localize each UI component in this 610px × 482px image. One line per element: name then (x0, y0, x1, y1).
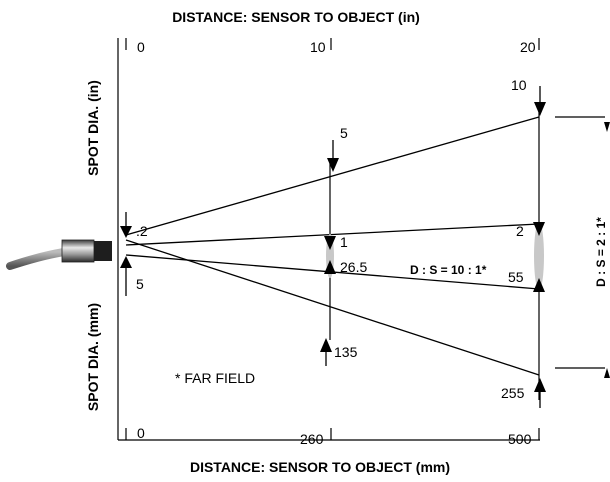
sensor-lens-icon (94, 241, 112, 261)
arrow-sensor-mm-head (120, 256, 132, 268)
arrow-wide-end-mm-head (534, 378, 546, 392)
sensor-body-icon (61, 239, 95, 263)
spot-label-mm-narrow-mid: 26.5 (340, 259, 367, 275)
top-tick-label-0: 0 (137, 39, 145, 55)
spot-label-in-narrow-mid: 1 (340, 234, 348, 250)
wide-beam-lower (125, 239, 540, 376)
far-field-footnote: * FAR FIELD (175, 370, 255, 386)
ratio-10-1-label: D : S = 10 : 1* (410, 263, 487, 277)
arrow-right-top-head (604, 122, 610, 132)
sensor-icon (6, 239, 112, 270)
arrow-wide-end-in-head (534, 102, 546, 116)
spot-label-in-narrow-end: 2 (516, 223, 524, 239)
wide-beam-upper (125, 116, 540, 236)
top-tick-label-20: 20 (520, 39, 536, 55)
bottom-axis-title: DISTANCE: SENSOR TO OBJECT (mm) (190, 459, 450, 475)
arrow-wide-mid-in-head (327, 158, 339, 172)
arrow-narrow-end-mm-head (533, 278, 545, 292)
narrow-beam-upper (125, 223, 540, 246)
spot-label-in-wide-mid: 5 (340, 125, 348, 141)
arrow-narrow-end-in-head (533, 222, 545, 236)
arrow-sensor-in-head (120, 226, 132, 238)
bottom-tick-label-500: 500 (508, 431, 532, 447)
arrow-narrow-mid-in-head (324, 236, 336, 250)
spot-label-mm-wide-mid: 135 (334, 344, 358, 360)
top-axis-title: DISTANCE: SENSOR TO OBJECT (in) (172, 9, 420, 25)
arrow-right-bottom-head (604, 368, 610, 378)
spot-label-in-sensor: .2 (136, 223, 148, 239)
ratio-2-1-label: D : S = 2 : 1* (594, 217, 608, 287)
spot-dia-in-title: SPOT DIA. (in) (85, 80, 101, 176)
bottom-tick-label-0: 0 (137, 425, 145, 441)
spot-label-in-wide-end: 10 (511, 77, 527, 93)
bottom-tick-label-260: 260 (300, 431, 324, 447)
arrow-wide-mid-mm-head (320, 338, 332, 352)
spot-label-mm-wide-end: 255 (501, 385, 525, 401)
spot-ellipse-end (534, 222, 544, 290)
arrows-in (120, 86, 546, 250)
arrow-narrow-mid-mm-head (324, 260, 336, 274)
right-side-lines (555, 116, 605, 369)
spot-dia-mm-title: SPOT DIA. (mm) (85, 303, 101, 411)
cable-icon (6, 248, 68, 270)
top-tick-label-10: 10 (310, 39, 326, 55)
spot-label-mm-narrow-end: 55 (508, 269, 524, 285)
arrows-mm (120, 256, 546, 408)
spot-label-mm-sensor: 5 (136, 276, 144, 292)
